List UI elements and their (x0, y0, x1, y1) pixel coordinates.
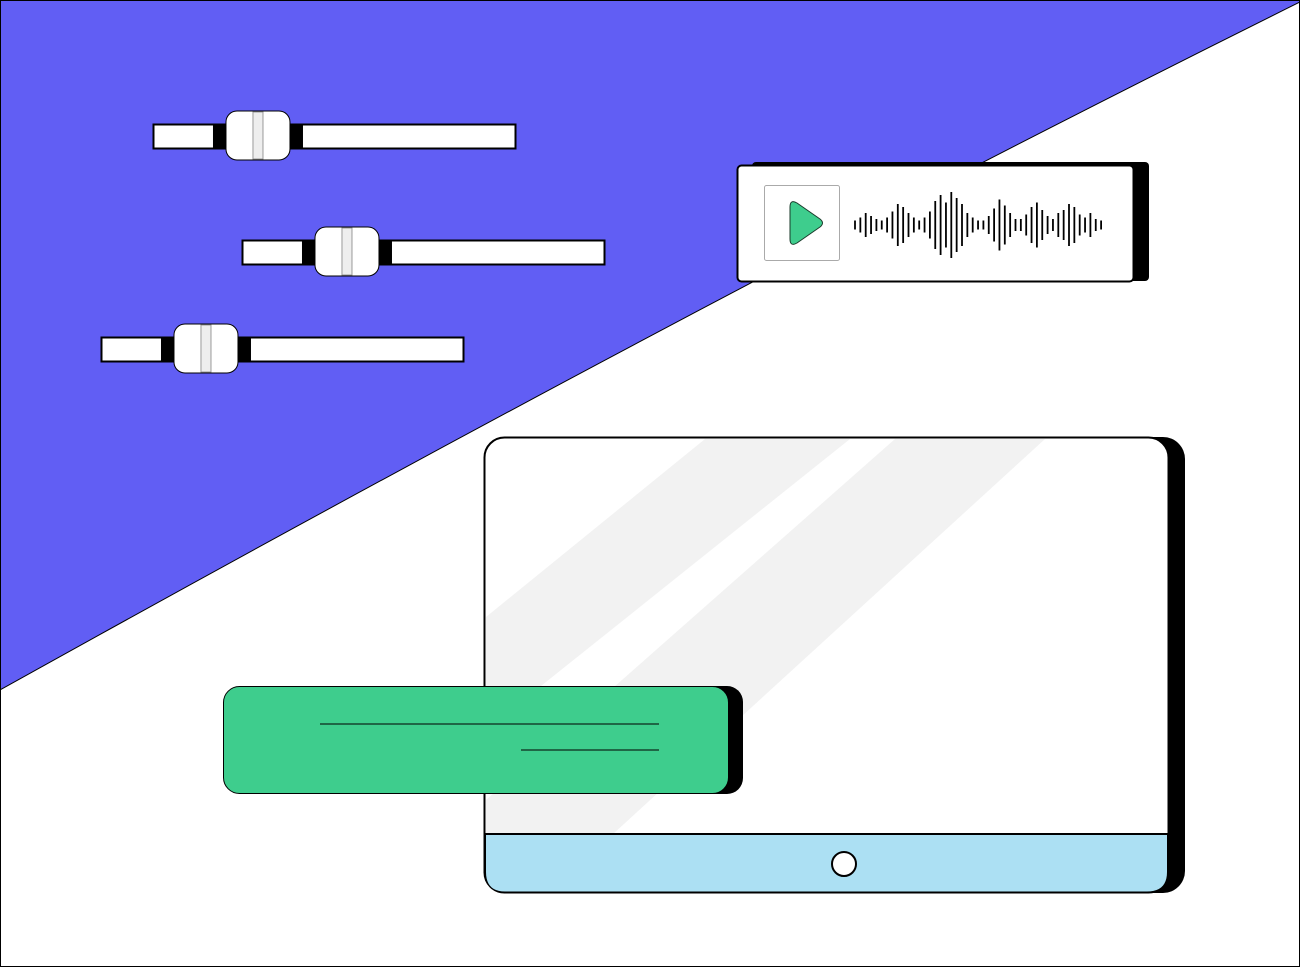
notification-card (223, 686, 743, 794)
background-accent-shape (0, 0, 1300, 691)
slider-track[interactable] (241, 239, 606, 266)
tablet (483, 436, 1185, 894)
notification-card-body (223, 686, 729, 794)
slider[interactable] (241, 226, 606, 277)
slider-group (100, 110, 606, 374)
play-icon (789, 201, 823, 245)
slider-knob[interactable] (225, 110, 291, 161)
slider[interactable] (100, 323, 465, 374)
slider[interactable] (152, 110, 517, 161)
audio-waveform (854, 192, 1102, 258)
slider-knob[interactable] (314, 226, 380, 277)
slider-track[interactable] (100, 336, 465, 363)
slider-track[interactable] (152, 123, 517, 150)
play-button[interactable] (764, 185, 840, 261)
audio-player-card (736, 162, 1149, 283)
slider-knob[interactable] (173, 323, 239, 374)
tablet-bezel (485, 833, 1168, 893)
home-button-icon[interactable] (831, 851, 857, 877)
